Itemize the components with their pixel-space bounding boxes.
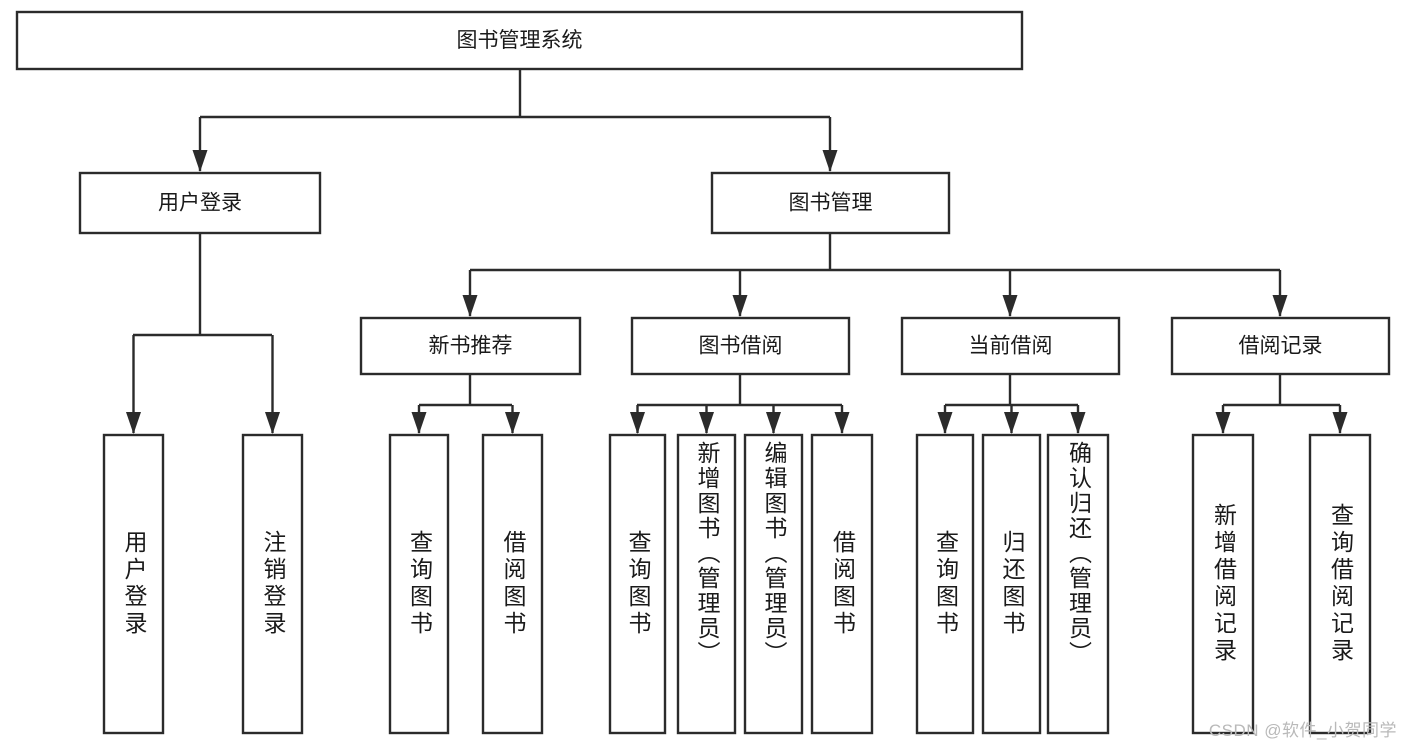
level1-node-node-75286237767b5f55-label: 用户登录 [158, 192, 242, 215]
leaf-node-node-67e58be256fe4e66[interactable] [388, 433, 450, 735]
arrow-to-leaf [1215, 412, 1231, 434]
leaf-node-node-7f168f9156fe4e66ff087ba174065458ff09[interactable] [743, 433, 804, 735]
leaf-node-node-501f960556fe4e66-rect[interactable] [481, 433, 544, 735]
leaf-node-node-75286237767b5f55[interactable] [102, 433, 165, 735]
leaf-node-node-786e8ba45f528fd8ff087ba174065458ff09-rect[interactable] [1046, 433, 1110, 735]
arrow-to-node-501f96058bb05f55 [1272, 295, 1288, 317]
level1-node-node-75286237767b5f55-rect[interactable] [78, 171, 322, 235]
root-node-node-56fe4e667ba174067cfb7edf-label: 图书管理系统 [457, 29, 583, 52]
leaf-node-node-786e8ba45f528fd8ff087ba174065458ff09[interactable] [1046, 433, 1110, 735]
level1-node-node-56fe4e667ba17406[interactable]: 图书管理 [710, 171, 951, 235]
leaf-node-node-65b0589e56fe4e66ff087ba174065458ff09[interactable] [676, 433, 737, 735]
level2-node-node-56fe4e66501f9605[interactable]: 图书借阅 [630, 316, 851, 376]
arrow-to-node-65b04e6663a88350 [462, 295, 478, 317]
leaf-node-node-6ce89500767b5f55-rect[interactable] [241, 433, 304, 735]
arrow-to-leaf [937, 412, 953, 434]
arrow-to-leaf [699, 412, 714, 434]
leaf-node-node-6ce89500767b5f55[interactable] [241, 433, 304, 735]
arrow-to-leaf [766, 412, 781, 434]
leaf-node-node-75286237767b5f55-rect[interactable] [102, 433, 165, 735]
leaf-node-node-67e58be256fe4e66-rect[interactable] [388, 433, 450, 735]
level2-node-node-56fe4e66501f9605-label: 图书借阅 [699, 335, 783, 358]
level2-node-node-65b04e6663a88350-label: 新书推荐 [429, 335, 513, 358]
leaf-node-node-7f168f9156fe4e66ff087ba174065458ff09-rect[interactable] [743, 433, 804, 735]
leaf-node-node-67e58be256fe4e66-rect[interactable] [915, 433, 975, 735]
leaf-node-node-65b0589e501f96058bb05f55-rect[interactable] [1191, 433, 1255, 735]
leaf-node-node-65b0589e56fe4e66ff087ba174065458ff09-rect[interactable] [676, 433, 737, 735]
leaf-node-node-67e58be256fe4e66-rect[interactable] [608, 433, 667, 735]
level1-node-node-75286237767b5f55[interactable]: 用户登录 [78, 171, 322, 235]
arrow-to-node-5f53524d501f9605 [1002, 295, 1018, 317]
arrow-to-leaf [630, 412, 645, 434]
leaf-node-node-501f960556fe4e66-rect[interactable] [810, 433, 874, 735]
arrow-to-leaf [1004, 412, 1019, 434]
leaf-node-node-67e58be256fe4e66[interactable] [608, 433, 667, 735]
arrow-to-leaf [1070, 412, 1086, 434]
level2-node-node-65b04e6663a88350[interactable]: 新书推荐 [359, 316, 582, 376]
level1-node-node-56fe4e667ba17406-label: 图书管理 [789, 192, 873, 215]
arrow-to-leaf [265, 412, 280, 434]
watermark: CSDN @软件_小贺同学 [1208, 721, 1397, 740]
level2-node-node-5f53524d501f9605-label: 当前借阅 [969, 335, 1053, 358]
arrow-to-node-75286237767b5f55 [192, 150, 208, 172]
leaf-node-node-5f528fd856fe4e66-rect[interactable] [981, 433, 1042, 735]
leaf-node-node-501f960556fe4e66[interactable] [810, 433, 874, 735]
leaf-node-node-67e58be2501f96058bb05f55[interactable] [1308, 433, 1372, 735]
level2-node-node-501f96058bb05f55-label: 借阅记录 [1239, 335, 1323, 358]
level2-node-node-501f96058bb05f55-rect[interactable] [1170, 316, 1391, 376]
level2-node-node-501f96058bb05f55[interactable]: 借阅记录 [1170, 316, 1391, 376]
leaf-node-node-67e58be2501f96058bb05f55-rect[interactable] [1308, 433, 1372, 735]
arrow-to-leaf [126, 412, 141, 434]
arrow-to-leaf [1332, 412, 1348, 434]
arrow-to-leaf [505, 412, 520, 434]
arrow-to-node-56fe4e66501f9605 [732, 295, 748, 317]
level2-node-node-56fe4e66501f9605-rect[interactable] [630, 316, 851, 376]
root-node-node-56fe4e667ba174067cfb7edf[interactable]: 图书管理系统 [15, 10, 1024, 71]
arrow-to-leaf [834, 412, 850, 434]
leaf-node-node-501f960556fe4e66[interactable] [481, 433, 544, 735]
arrow-to-leaf [411, 412, 427, 434]
level2-node-node-5f53524d501f9605[interactable]: 当前借阅 [900, 316, 1121, 376]
arrow-to-node-56fe4e667ba17406 [822, 150, 838, 172]
leaf-node-node-67e58be256fe4e66[interactable] [915, 433, 975, 735]
leaf-node-node-65b0589e501f96058bb05f55[interactable] [1191, 433, 1255, 735]
root-node-node-56fe4e667ba174067cfb7edf-rect[interactable] [15, 10, 1024, 71]
level1-node-node-56fe4e667ba17406-rect[interactable] [710, 171, 951, 235]
leaf-node-node-5f528fd856fe4e66[interactable] [981, 433, 1042, 735]
